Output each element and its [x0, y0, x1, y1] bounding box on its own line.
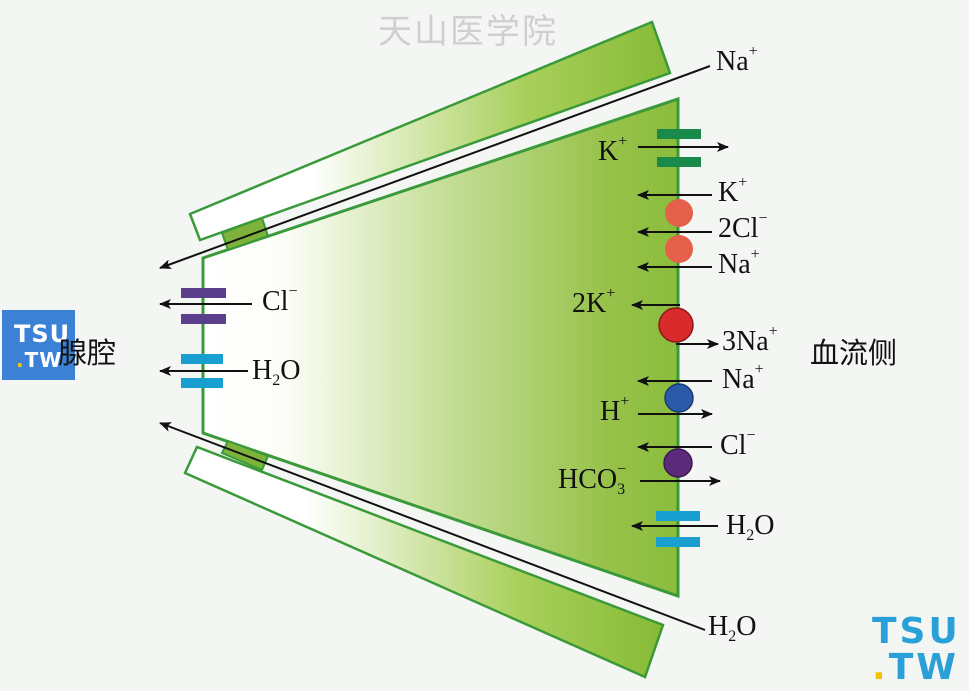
- tsu-logo-left: TSU .TW: [2, 310, 75, 380]
- label-nhe-na: Na+: [722, 361, 764, 395]
- label-nhe-h: H+: [600, 393, 630, 427]
- label-ae-hco3: HCO3−: [558, 461, 627, 498]
- lower-adjacent-cell: [183, 445, 665, 679]
- paracellular-na-arrow: [159, 65, 711, 269]
- label-apical-cl: Cl−: [262, 283, 298, 317]
- tsu-logo-right: TSU .TW: [872, 611, 961, 688]
- label-pump-k: 2K+: [572, 285, 616, 319]
- na-h-exchanger: [664, 383, 694, 413]
- label-nkcc-k: K+: [718, 174, 748, 208]
- watermark-title: 天山医学院: [378, 12, 558, 52]
- nkcc-transporter-1: [665, 199, 693, 227]
- label-nkcc-na: Na+: [718, 246, 760, 280]
- epithelial-cell: [201, 96, 680, 599]
- label-basolateral-water: H2O: [726, 510, 775, 544]
- aquaporin-apical-top: [181, 354, 223, 364]
- label-apical-water: H2O: [252, 355, 301, 389]
- cl-channel-top: [181, 288, 226, 298]
- k-channel-top: [657, 129, 701, 139]
- nkcc-transporter-2: [665, 235, 693, 263]
- label-paracellular-na: Na+: [716, 43, 758, 77]
- k-channel-bottom: [657, 157, 701, 167]
- aquaporin-basolateral-top: [656, 511, 700, 521]
- label-paracellular-water: H2O: [708, 611, 757, 645]
- aquaporin-apical-bottom: [181, 378, 223, 388]
- label-nkcc-cl: 2Cl−: [718, 210, 768, 244]
- paracellular-water-arrow: [159, 422, 706, 631]
- aquaporin-basolateral-bottom: [656, 537, 700, 547]
- label-ae-cl: Cl−: [720, 427, 756, 461]
- label-k-channel: K+: [598, 133, 628, 167]
- label-pump-na: 3Na+: [722, 323, 778, 357]
- upper-adjacent-cell: [188, 20, 672, 242]
- cl-channel-bottom: [181, 314, 226, 324]
- blood-side-label: 血流侧: [810, 336, 898, 370]
- na-k-pump: [658, 307, 694, 343]
- cl-hco3-exchanger: [663, 448, 693, 478]
- lumen-label: 腺腔: [58, 336, 117, 370]
